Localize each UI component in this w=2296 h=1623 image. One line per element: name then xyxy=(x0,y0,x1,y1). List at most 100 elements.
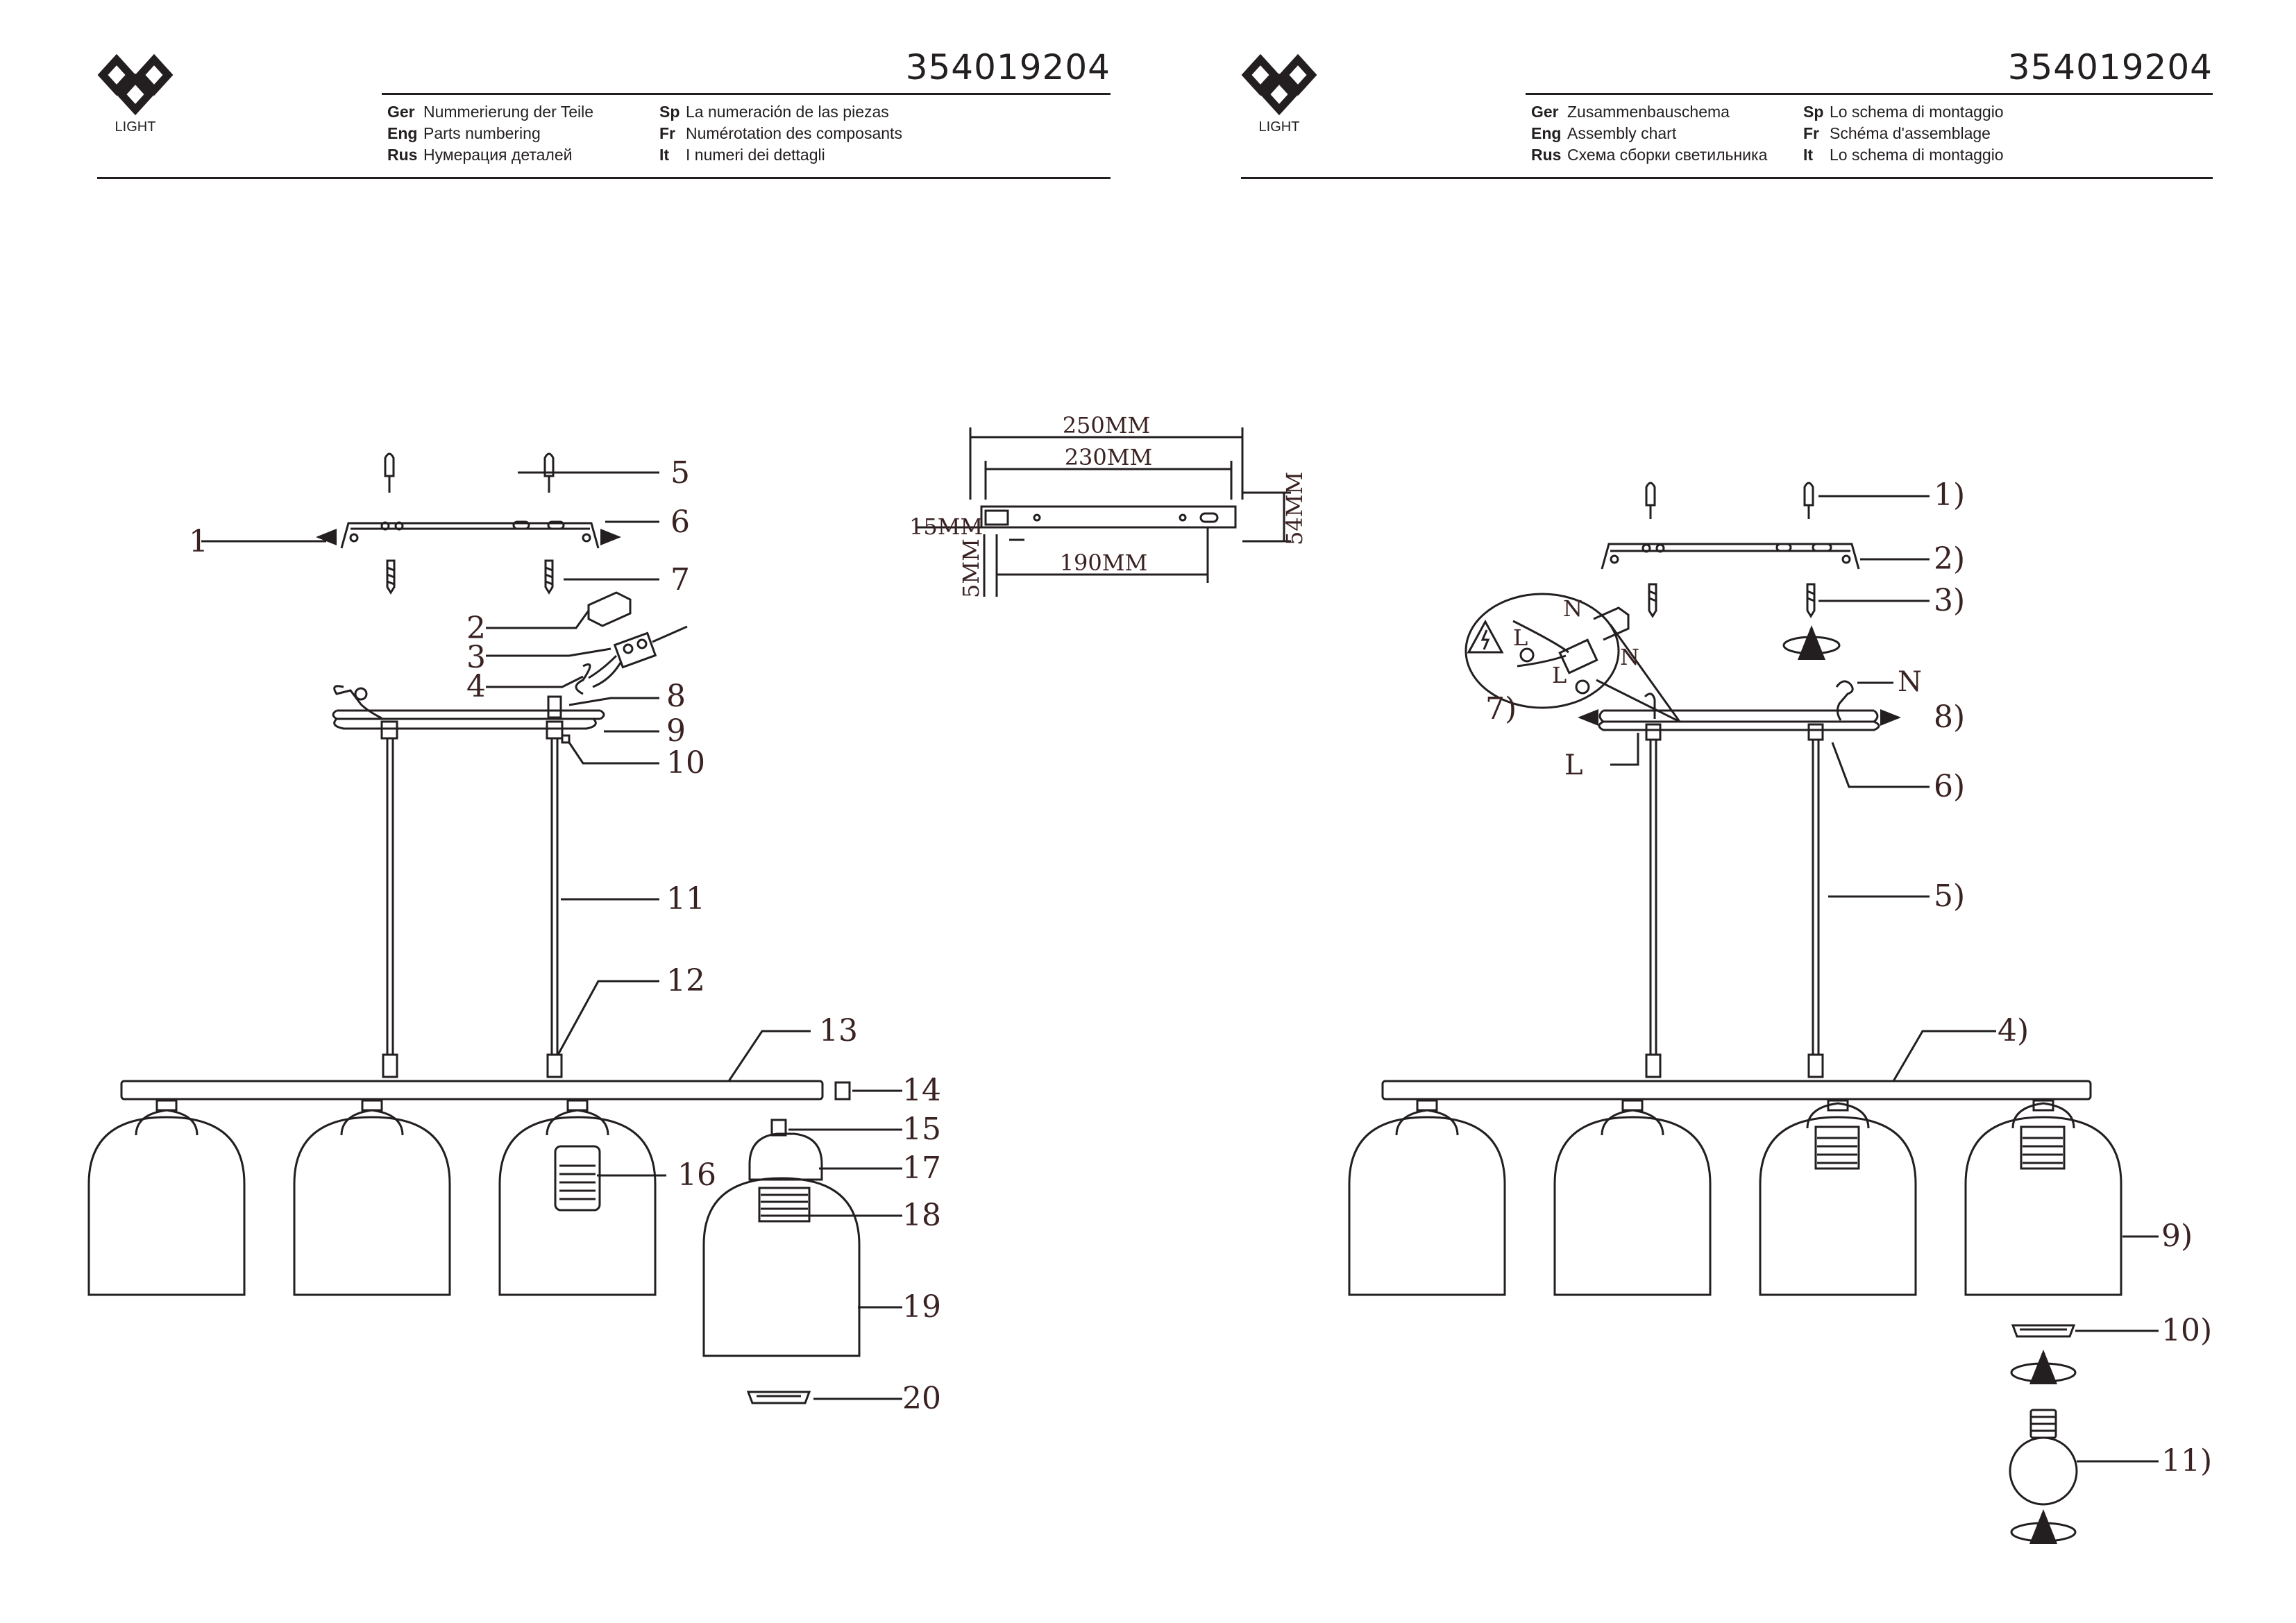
part-label: 13 xyxy=(819,1013,858,1048)
lamp-shade xyxy=(87,1099,246,1296)
lamp-shade xyxy=(1348,1099,1506,1296)
step-label: 2) xyxy=(1934,541,1965,577)
title-row: Fr Numérotation des composants xyxy=(659,123,902,144)
lang-code: Sp xyxy=(1803,103,1824,121)
lang-code: Rus xyxy=(387,146,418,164)
terminal-cover xyxy=(587,591,632,627)
cable-grip xyxy=(1645,1053,1662,1078)
locking-ring xyxy=(746,1391,811,1404)
lamp-shade xyxy=(1964,1099,2122,1296)
locking-ring xyxy=(2011,1324,2076,1338)
dimension-5: 5MM xyxy=(958,538,984,598)
part-label: 17 xyxy=(902,1150,941,1186)
step-label: 4) xyxy=(1998,1013,2029,1048)
light-bulb-icon xyxy=(2009,1409,2078,1506)
wire-label-live: L xyxy=(1564,749,1583,781)
parts-numbering-diagram xyxy=(87,452,902,1404)
dimension-54: 54MM xyxy=(1281,472,1308,545)
leader-lines xyxy=(1610,495,2159,1463)
lang-code: Eng xyxy=(387,124,418,142)
part-label: 14 xyxy=(902,1073,941,1108)
lamp-shade xyxy=(1759,1099,1917,1296)
header-rule-top xyxy=(1526,93,2213,95)
end-cap xyxy=(834,1081,851,1101)
dimension-230: 230MM xyxy=(1065,444,1153,470)
cable-grip xyxy=(1807,1053,1824,1078)
lamp-socket xyxy=(1814,1125,1860,1170)
wire-label-neutral: N xyxy=(1898,666,1922,698)
lamp-socket xyxy=(758,1187,811,1223)
lamp-socket xyxy=(2020,1125,2066,1170)
part-label: 10 xyxy=(666,745,705,781)
lamp-shade xyxy=(1553,1099,1712,1296)
wiring-detail xyxy=(1464,593,1681,723)
mw-logo-icon xyxy=(97,53,174,116)
cable-grip xyxy=(382,1053,398,1078)
main-bar xyxy=(120,1080,824,1101)
wire-labels: N L N L N L xyxy=(1513,595,1922,781)
title-text: I numeri dei dettagli xyxy=(686,146,825,164)
title-text: Lo schema di montaggio xyxy=(1830,103,2004,121)
part-label: 4 xyxy=(466,669,486,704)
wire-label-live: L xyxy=(1513,624,1528,651)
part-label: 8 xyxy=(666,679,686,714)
ground-icon xyxy=(1519,647,1535,663)
title-row: It I numeri dei dettagli xyxy=(659,144,902,166)
ground-icon xyxy=(1575,679,1590,695)
lamp-shade xyxy=(293,1099,451,1296)
logo-text: LIGHT xyxy=(1258,119,1300,135)
lang-code: It xyxy=(659,146,670,164)
document-code: 354019204 xyxy=(905,47,1111,87)
wire-label-live: L xyxy=(1552,662,1567,688)
part-label: 16 xyxy=(677,1157,716,1193)
cable-hook xyxy=(1835,680,1854,721)
part-label: 12 xyxy=(666,963,705,999)
header-rule-bottom xyxy=(1241,177,2213,179)
dimension-250: 250MM xyxy=(1063,412,1151,439)
step-label: 6) xyxy=(1934,769,1965,804)
dimension-190: 190MM xyxy=(1060,550,1148,576)
parts-number-labels: 1 2 3 4 5 6 7 8 9 10 11 12 13 14 15 16 1… xyxy=(189,455,941,1416)
cable-grip xyxy=(547,695,562,719)
lang-code: It xyxy=(1803,146,1814,164)
title-text: Numérotation des composants xyxy=(686,124,902,142)
title-text: Нумерация деталей xyxy=(423,146,573,164)
title-text: Parts numbering xyxy=(423,124,541,142)
mounting-bracket xyxy=(340,520,600,549)
mounting-bracket xyxy=(1601,543,1860,570)
part-label: 6 xyxy=(670,504,690,540)
wire-strain xyxy=(575,663,591,695)
screw xyxy=(544,559,554,595)
title-text: Zusammenbauschema xyxy=(1567,103,1730,121)
mw-logo-icon xyxy=(1241,53,1317,116)
step-label: 3) xyxy=(1934,583,1965,618)
wire-label-neutral: N xyxy=(1620,644,1639,670)
lamp-shade xyxy=(498,1099,657,1296)
mw-logo xyxy=(1241,53,1317,137)
title-text: La numeración de las piezas xyxy=(686,103,889,121)
cable-hook xyxy=(333,685,382,720)
canopy xyxy=(1598,709,1880,731)
cable-hook xyxy=(1644,692,1656,719)
screw xyxy=(1648,583,1657,618)
lang-code: Sp xyxy=(659,103,680,121)
title-text: Nummerierung der Teile xyxy=(423,103,594,121)
step-label: 5) xyxy=(1934,878,1965,914)
dimension-15: 15MM xyxy=(909,513,983,540)
part-label: 3 xyxy=(466,640,486,675)
title-row: Rus Нумерация деталей xyxy=(387,144,593,166)
wire-label-neutral: N xyxy=(1563,595,1582,622)
glass-shade xyxy=(702,1177,861,1357)
wall-anchor xyxy=(1803,482,1814,519)
lang-code: Fr xyxy=(659,124,675,142)
title-column-right: Sp La numeración de las piezas Fr Numérota… xyxy=(659,101,902,166)
mw-logo xyxy=(97,53,174,137)
bracket-outline xyxy=(980,505,1237,529)
step-label: 8) xyxy=(1934,699,1965,735)
